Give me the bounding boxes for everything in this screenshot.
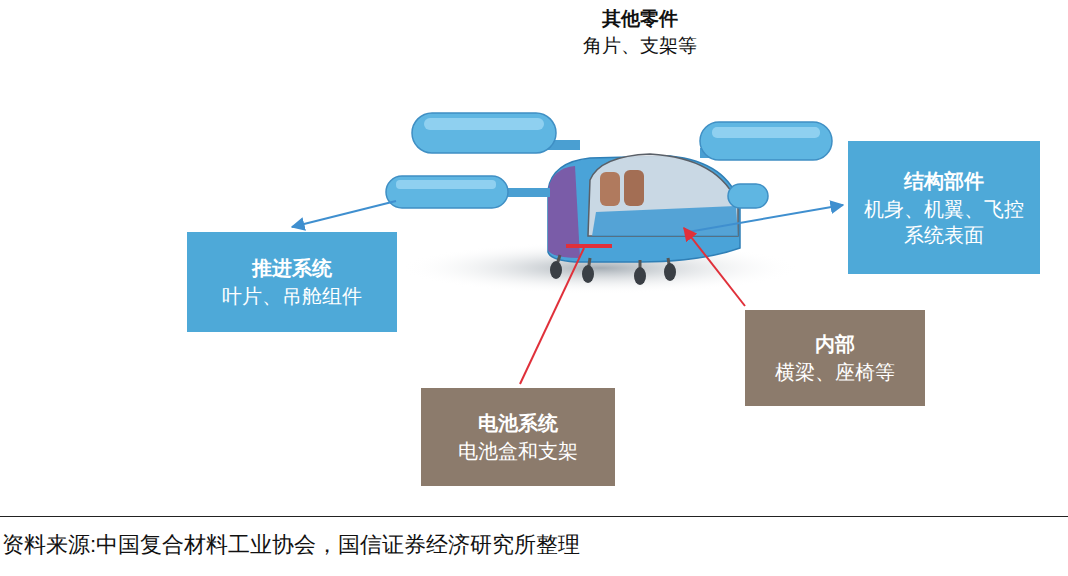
source-caption: 资料来源:中国复合材料工业协会，国信证券经济研究所整理 [2,530,580,560]
box-heading: 内部 [815,331,855,357]
rotor-highlight [424,118,544,130]
box-heading: 电池系统 [478,410,558,436]
blue-callout-box: 推进系统叶片、吊舱组件 [187,232,397,332]
battery-mark [566,244,612,248]
wheel [634,267,646,285]
cockpit-glass [588,154,738,236]
seat [600,172,620,206]
wheel [550,261,562,279]
rotor-nacelle [700,122,832,160]
rotor-nacelle [386,176,508,208]
brown-callout-box: 内部横梁、座椅等 [745,310,925,406]
rotor-highlight [712,127,820,138]
box-body: 横梁、座椅等 [775,359,895,385]
rotor-nacelle [412,113,556,153]
leader-arrow [292,201,396,227]
box-body: 电池盒和支架 [458,438,578,464]
brown-callout-box: 电池系统电池盒和支架 [421,388,615,486]
box-body: 叶片、吊舱组件 [222,283,362,309]
rotor-highlight [396,180,496,189]
cabin-deck [592,206,738,236]
wheel [664,263,676,281]
leader-line [520,248,584,384]
leader-arrow [684,228,745,306]
rotor-nacelle [728,184,768,208]
leader-arrow [688,205,843,232]
blue-callout-box: 结构部件机身、机翼、飞控系统表面 [848,141,1040,274]
caption-rule [0,516,1068,517]
box-body: 机身、机翼、飞控系统表面 [860,196,1028,248]
part-group-note: 角片、支架等 [583,33,697,59]
box-heading: 推进系统 [252,255,332,281]
box-heading: 结构部件 [904,168,984,194]
wheel [582,265,594,283]
seat [624,170,644,206]
part-group-heading: 其他零件 [602,6,678,32]
